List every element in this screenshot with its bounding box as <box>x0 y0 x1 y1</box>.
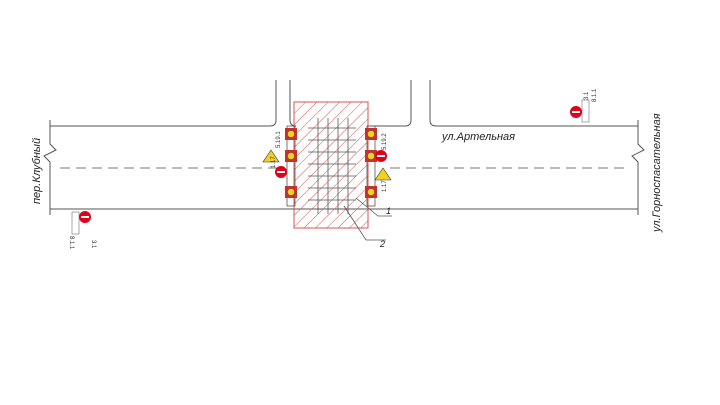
callout-leaders <box>343 197 392 241</box>
warning-sign-icon <box>262 149 280 163</box>
sign-bottom-left: 3.1 8.1.1 <box>68 211 96 250</box>
callout-2: 2 <box>379 239 385 249</box>
signal-lamp <box>367 188 375 196</box>
signal-lamp <box>367 152 375 160</box>
signal-lamp <box>287 188 295 196</box>
warning-sign-icon <box>374 167 392 181</box>
signal-lamp <box>367 130 375 138</box>
left-cluster-extra: 5.19.1 <box>276 131 282 148</box>
road-top-edge-mid-right <box>370 80 412 127</box>
sign-top-right-code: 3.1 <box>584 91 590 100</box>
barrier-right <box>365 125 392 207</box>
break-mark-right <box>631 120 645 215</box>
break-mark-left <box>43 120 57 215</box>
crossing-grid <box>308 118 356 214</box>
road-top-edge-right-a <box>429 80 638 127</box>
signal-lamp <box>287 130 295 138</box>
right-cluster-extra: 1.17 <box>382 180 388 192</box>
barrier-left <box>262 125 297 207</box>
road-top-edge-left <box>50 80 277 127</box>
plate <box>581 99 590 123</box>
street-left-label: пер.Клубный <box>31 138 43 204</box>
sign-bottom-left-plate: 8.1.1 <box>68 236 74 250</box>
right-cluster-code: 5.19.2 <box>382 133 388 150</box>
street-main-label: ул.Артельная <box>441 131 515 143</box>
plate <box>71 211 80 235</box>
sign-bottom-left-code: 3.1 <box>90 240 96 249</box>
left-cluster-code: 1.17 <box>271 156 277 168</box>
street-right-label: ул.Горноспасательная <box>651 113 663 233</box>
signal-lamp <box>287 152 295 160</box>
sign-top-right-plate: 8.1.1 <box>592 88 598 102</box>
callout-1: 1 <box>386 206 391 216</box>
work-zone-hatched <box>293 101 369 229</box>
sign-top-right: 3.1 8.1.1 <box>570 88 598 123</box>
